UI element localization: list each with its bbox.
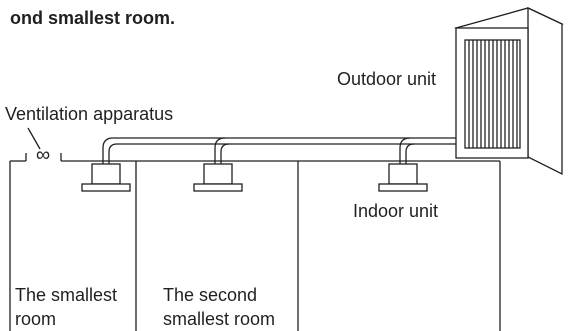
diagram-title: ond smallest room.	[10, 8, 175, 28]
indoor-unit-2	[193, 163, 243, 192]
outdoor-unit-label: Outdoor unit	[337, 69, 436, 89]
indoor-unit-1	[81, 163, 131, 192]
outdoor-unit-grille-slats	[468, 40, 518, 148]
room-2-label-line2: smallest room	[163, 309, 275, 329]
refrigerant-piping	[102, 137, 456, 164]
outdoor-unit	[454, 6, 564, 176]
outdoor-unit-side	[527, 6, 563, 176]
ventilation-leader-line	[27, 127, 41, 150]
indoor-unit-3	[378, 163, 428, 192]
indoor-unit-label: Indoor unit	[353, 201, 438, 221]
building-ceiling	[10, 153, 500, 162]
room-2-label-line1: The second	[163, 285, 257, 305]
ventilation-apparatus-icon: ∞	[36, 144, 50, 166]
room-walls	[9, 161, 501, 331]
ventilation-apparatus-label: Ventilation apparatus	[5, 104, 173, 124]
room-1-label-line1: The smallest	[15, 285, 117, 305]
room-1-label-line2: room	[15, 309, 56, 329]
outdoor-unit-front	[455, 27, 529, 159]
